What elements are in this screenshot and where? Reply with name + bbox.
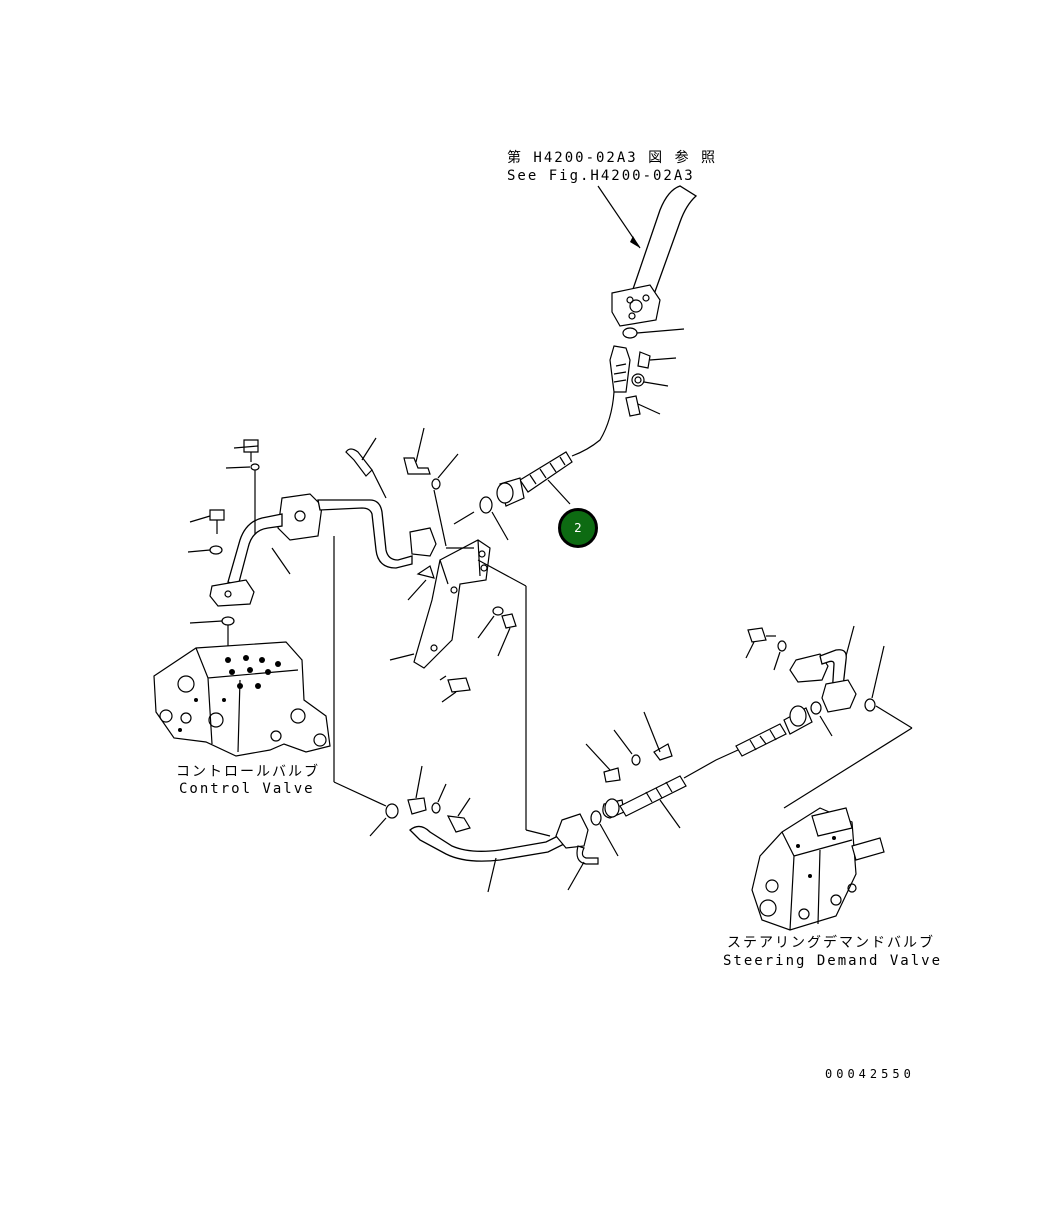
reference-label-ja: 第 H4200-02A3 図 参 照 [507, 150, 718, 166]
bracket [389, 539, 491, 669]
steering-demand-valve-label-en: Steering Demand Valve [723, 953, 943, 969]
reference-label-en[interactable]: See Fig.H4200-02A3 [507, 168, 695, 184]
control-valve-drawing [153, 641, 331, 757]
control-valve-label-en: Control Valve [179, 781, 315, 797]
steering-demand-valve-label-ja: ステアリングデマンドバルブ [727, 935, 935, 951]
reference-pipe [611, 185, 698, 327]
lower-hose [602, 705, 813, 829]
upper-left-pipe [209, 493, 437, 607]
lower-pipe [369, 765, 619, 893]
steering-demand-valve-drawing [751, 807, 885, 931]
drawing-number: 00042550 [825, 1067, 915, 1081]
callout-2[interactable]: 2 [558, 508, 598, 548]
control-valve-label-ja: コントロールバルブ [176, 764, 320, 780]
